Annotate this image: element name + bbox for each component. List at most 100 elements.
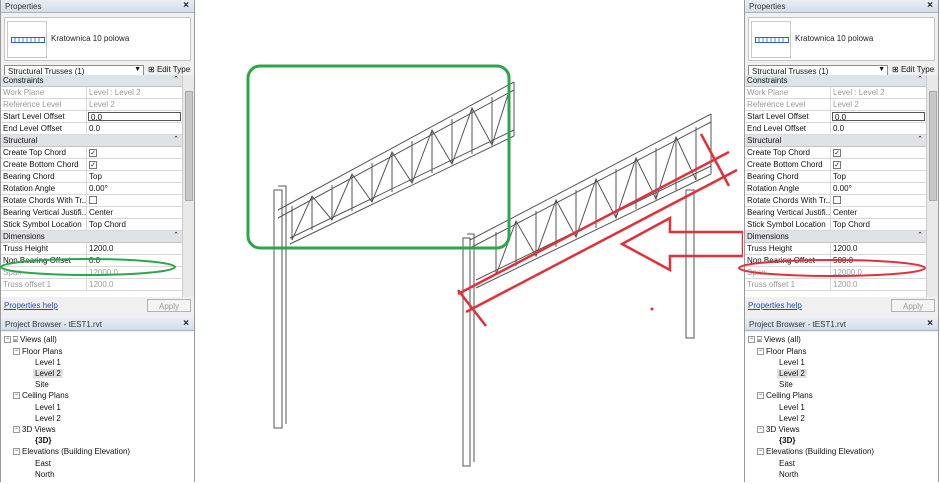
tree-item-floor-plans[interactable]: −Floor Plans <box>13 347 62 356</box>
edit-type-button[interactable]: ⊞ Edit Type <box>892 65 934 74</box>
close-icon[interactable]: × <box>927 318 933 329</box>
bearing-chord-value[interactable]: Top <box>89 172 102 181</box>
tree-item-north[interactable]: North <box>35 470 55 479</box>
bearing-chord-value[interactable]: Top <box>833 172 846 181</box>
tree-item-elevations[interactable]: −Elevations (Building Elevation) <box>757 447 874 456</box>
3d-viewport[interactable] <box>196 0 745 482</box>
tree-item-ceiling-level-1[interactable]: Level 1 <box>779 403 805 412</box>
collapse-icon[interactable]: ⌃ <box>917 136 923 143</box>
tree-expander-icon[interactable]: − <box>13 426 20 434</box>
tree-item-views-all[interactable]: −⌸ Views (all) <box>4 335 57 345</box>
prop-name: Work Plane <box>1 87 87 98</box>
tree-item-east[interactable]: East <box>779 459 795 468</box>
tree-expander-icon[interactable]: − <box>757 348 764 356</box>
end-level-offset-value[interactable]: 0.0 <box>89 124 101 133</box>
tree-item-views-all[interactable]: −⌸ Views (all) <box>748 335 801 345</box>
tree-item-3d[interactable]: {3D} <box>779 436 795 445</box>
rotate-chords-checkbox[interactable] <box>89 196 97 204</box>
type-selector-preview[interactable]: Kratownica 10 polowa <box>4 17 191 61</box>
tree-item-3d-views[interactable]: −3D Views <box>757 425 800 434</box>
close-icon[interactable]: × <box>183 0 189 11</box>
tree-expander-icon[interactable]: − <box>757 392 764 400</box>
bearing-vertical-value[interactable]: Center <box>89 208 114 217</box>
tree-item-elevations[interactable]: −Elevations (Building Elevation) <box>13 447 130 456</box>
create-bottom-chord-checkbox[interactable]: ✓ <box>89 161 97 169</box>
tree-expander-icon[interactable]: − <box>13 392 20 400</box>
tree-item-ceiling-level-2[interactable]: Level 2 <box>35 414 61 423</box>
tree-item-site[interactable]: Site <box>35 380 49 389</box>
rotation-angle-value[interactable]: 0.00° <box>89 184 108 193</box>
apply-button[interactable]: Apply <box>147 299 191 312</box>
project-browser-title: Project Browser - tEST1.rvt <box>749 320 846 329</box>
category-constraints[interactable]: Constraints⌃ <box>1 75 182 87</box>
scrollbar-thumb[interactable] <box>185 91 193 201</box>
collapse-icon[interactable]: ⌃ <box>917 76 923 83</box>
start-level-offset-input[interactable]: 0.0 <box>832 112 925 121</box>
collapse-icon[interactable]: ⌃ <box>917 232 923 239</box>
tree-expander-icon[interactable]: − <box>4 336 11 344</box>
category-structural[interactable]: Structural⌃ <box>745 135 926 147</box>
tree-item-site[interactable]: Site <box>779 380 793 389</box>
create-top-chord-checkbox[interactable]: ✓ <box>833 149 841 157</box>
stick-symbol-value[interactable]: Top Chord <box>89 220 126 229</box>
tree-item-level-1[interactable]: Level 1 <box>35 358 61 367</box>
create-top-chord-checkbox[interactable]: ✓ <box>89 149 97 157</box>
tree-expander-icon[interactable]: − <box>748 336 755 344</box>
tree-expander-icon[interactable]: − <box>13 348 20 356</box>
create-bottom-chord-checkbox[interactable]: ✓ <box>833 161 841 169</box>
tree-item-3d-views[interactable]: −3D Views <box>13 425 56 434</box>
element-selector-dropdown[interactable]: Structural Trusses (1) ▼ <box>748 65 888 77</box>
tree-item-level-1[interactable]: Level 1 <box>779 358 805 367</box>
close-icon[interactable]: × <box>927 0 933 11</box>
tree-expander-icon[interactable]: − <box>757 448 764 456</box>
tree-item-level-2[interactable]: Level 2 <box>33 369 63 378</box>
stick-symbol-value[interactable]: Top Chord <box>833 220 870 229</box>
category-structural[interactable]: Structural⌃ <box>1 135 182 147</box>
scrollbar-thumb[interactable] <box>929 91 937 201</box>
prop-name: Bearing Chord <box>1 171 87 182</box>
tree-item-ceiling-level-1[interactable]: Level 1 <box>35 403 61 412</box>
properties-scrollbar[interactable] <box>182 75 194 297</box>
tree-item-ceiling-plans[interactable]: −Ceiling Plans <box>757 391 813 400</box>
truss-height-value[interactable]: 1200.0 <box>833 244 858 253</box>
tree-item-floor-plans[interactable]: −Floor Plans <box>757 347 806 356</box>
category-dimensions[interactable]: Dimensions⌃ <box>1 231 182 243</box>
category-dimensions[interactable]: Dimensions⌃ <box>745 231 926 243</box>
non-bearing-offset-value[interactable]: 0.0 <box>89 256 101 265</box>
tree-item-east[interactable]: East <box>35 459 51 468</box>
close-icon[interactable]: × <box>183 318 189 329</box>
collapse-icon[interactable]: ⌃ <box>173 232 179 239</box>
prop-value: Level 2 <box>833 100 859 109</box>
tree-item-north[interactable]: North <box>779 470 799 479</box>
rotate-chords-checkbox[interactable] <box>833 196 841 204</box>
start-level-offset-input[interactable]: 0.0 <box>88 112 181 121</box>
category-constraints[interactable]: Constraints⌃ <box>745 75 926 87</box>
tree-item-level-2[interactable]: Level 2 <box>777 369 807 378</box>
edit-type-button[interactable]: ⊞ Edit Type <box>148 65 190 74</box>
non-bearing-offset-value[interactable]: 500.0 <box>833 256 854 265</box>
tree-expander-icon[interactable]: − <box>757 426 764 434</box>
tree-item-ceiling-level-2[interactable]: Level 2 <box>779 414 805 423</box>
properties-title: Properties <box>749 2 786 11</box>
collapse-icon[interactable]: ⌃ <box>173 136 179 143</box>
prop-value: Level : Level 2 <box>89 88 141 97</box>
properties-help-link[interactable]: Properties help <box>4 301 58 310</box>
edit-type-icon: ⊞ <box>892 65 899 74</box>
tree-expander-icon[interactable]: − <box>13 448 20 456</box>
annotation-green-box <box>246 64 511 250</box>
properties-help-link[interactable]: Properties help <box>748 301 802 310</box>
tree-item-3d[interactable]: {3D} <box>35 436 51 445</box>
bearing-vertical-value[interactable]: Center <box>833 208 858 217</box>
prop-name: Bearing Vertical Justifi... <box>747 207 831 218</box>
type-selector-preview[interactable]: Kratownica 10 polowa <box>748 17 935 61</box>
prop-name: Truss offset 1 <box>1 279 87 290</box>
prop-name: Stick Symbol Location <box>1 219 87 230</box>
rotation-angle-value[interactable]: 0.00° <box>833 184 852 193</box>
end-level-offset-value[interactable]: 0.0 <box>833 124 845 133</box>
truss-height-value[interactable]: 1200.0 <box>89 244 114 253</box>
apply-button[interactable]: Apply <box>891 299 935 312</box>
collapse-icon[interactable]: ⌃ <box>173 76 179 83</box>
tree-item-ceiling-plans[interactable]: −Ceiling Plans <box>13 391 69 400</box>
properties-scrollbar[interactable] <box>926 75 938 297</box>
